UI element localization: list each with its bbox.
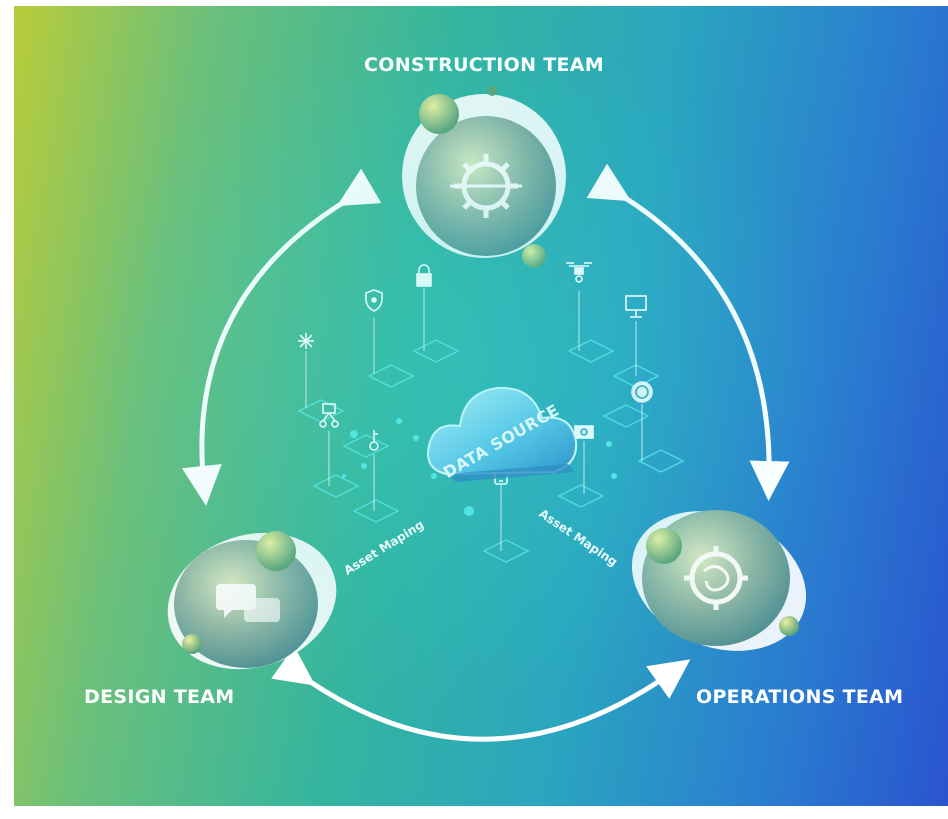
operations-team-label: OPERATIONS TEAM xyxy=(696,686,904,708)
gear-icon xyxy=(450,154,522,218)
monitor-icon xyxy=(625,295,647,318)
data-source-cloud: DATA SOURCE xyxy=(427,386,578,482)
shield-icon xyxy=(365,289,383,312)
peripheral-connectors xyxy=(305,288,643,551)
globe-icon xyxy=(631,381,653,403)
asset-mapping-label-left: Asset Maping xyxy=(341,517,426,577)
peripheral-icons xyxy=(298,262,653,485)
speech-bubbles-icon xyxy=(216,584,280,622)
construction-team-node xyxy=(402,86,566,268)
snowflake-icon xyxy=(298,333,314,349)
workflow-diagram: DATA SOURCE Asset Maping Asset Maping xyxy=(167,86,807,742)
drone-icon xyxy=(566,262,592,283)
gear-swirl-icon xyxy=(684,546,748,610)
asset-mapping-label-right: Asset Maping xyxy=(536,506,620,569)
network-icon xyxy=(319,403,339,428)
arrow-construction-operations xyxy=(586,163,790,501)
design-team-label: DESIGN TEAM xyxy=(84,686,235,708)
camera-icon xyxy=(574,425,594,439)
operations-team-node xyxy=(631,510,807,651)
diagram-canvas: DATA SOURCE Asset Maping Asset Maping xyxy=(14,6,948,806)
design-team-node xyxy=(167,531,337,670)
lock-icon xyxy=(416,264,432,287)
construction-team-label: CONSTRUCTION TEAM xyxy=(364,54,604,76)
arrow-construction-design xyxy=(182,168,382,506)
key-icon xyxy=(369,430,379,451)
arrow-design-operations xyxy=(271,646,691,742)
data-platform-grid xyxy=(297,339,685,563)
cycle-arrows xyxy=(182,163,790,742)
